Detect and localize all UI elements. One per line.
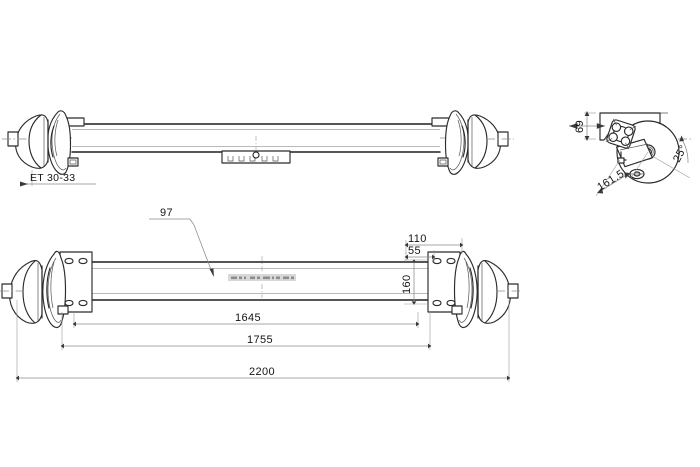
dim-25-deg: 25° [651, 135, 691, 179]
bracket-offset-label: 55 [408, 245, 421, 257]
top-view: ET 30-33 [2, 110, 514, 187]
section-detail-view: 69 161.5 25° [569, 111, 692, 197]
dim-1755: 1755 [60, 312, 432, 350]
dim-1645: 1645 [72, 312, 420, 328]
left-brake-backing-plate [47, 110, 72, 175]
front-left-lug [57, 305, 69, 315]
dim-2200: 2200 [15, 300, 511, 382]
front-view: 97 110 55 160 [0, 207, 520, 382]
beam-callout-label: 97 [160, 207, 173, 219]
top-view-center-clamp [221, 136, 291, 164]
et-offset-label: ET 30-33 [30, 172, 75, 184]
left-spindle-stub [2, 131, 30, 147]
right-spindle-stub [486, 131, 514, 147]
dim-2200-label: 2200 [249, 366, 275, 378]
detail-mounting-bolt [629, 168, 645, 180]
front-right-lug [451, 305, 463, 315]
top-view-right-hub-assembly [437, 110, 514, 175]
right-brake-drum [467, 114, 501, 169]
detail-rubber-suspension-section [605, 118, 637, 150]
detail-arm-length-label: 161.5 [595, 168, 626, 194]
front-left-drum [9, 260, 43, 324]
dim-110: 110 [404, 233, 464, 254]
right-hub-lug [437, 157, 449, 167]
front-left-spindle [0, 283, 24, 299]
detail-height-label: 69 [574, 120, 586, 133]
front-view-right-hub-assembly [451, 250, 520, 329]
front-right-drum [477, 260, 511, 324]
dim-69: 69 [569, 111, 606, 141]
left-hub-lug [67, 157, 79, 167]
leader-97: 97 [149, 207, 214, 277]
et-dimension: ET 30-33 [20, 170, 96, 187]
right-brake-backing-plate [444, 110, 469, 175]
front-view-beam-marking [228, 256, 296, 298]
dim-1645-label: 1645 [235, 312, 261, 324]
bracket-width-label: 110 [408, 233, 427, 245]
front-right-spindle [496, 283, 520, 299]
top-view-left-hub-assembly [2, 110, 79, 175]
left-brake-drum [15, 114, 49, 169]
front-view-left-hub-assembly [0, 250, 69, 329]
bracket-height-label: 160 [401, 274, 413, 294]
dim-55: 55 [404, 245, 436, 262]
dim-160: 160 [401, 259, 428, 305]
front-right-backing-plate [453, 250, 478, 329]
dim-1755-label: 1755 [247, 334, 273, 346]
